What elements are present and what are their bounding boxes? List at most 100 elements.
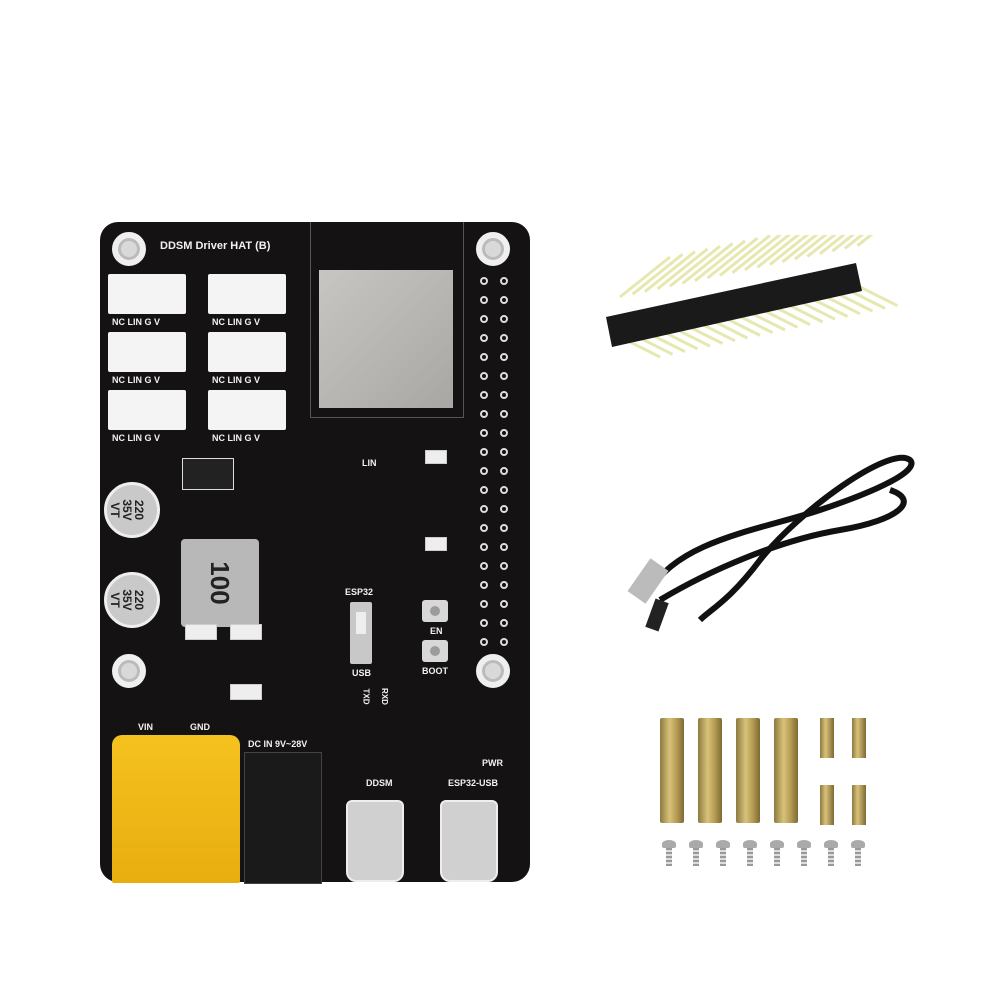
esp32-module: [310, 222, 464, 418]
gpio-pin: [480, 372, 488, 380]
mount-hole: [112, 654, 146, 688]
connector-label: NC LIN G V: [212, 433, 261, 443]
board-title: DDSM Driver HAT (B): [160, 240, 271, 252]
gpio-pin: [500, 524, 508, 532]
gpio-pin: [500, 562, 508, 570]
inductor: 100: [181, 539, 259, 627]
smd-component: [230, 684, 262, 700]
header-pin: [806, 235, 837, 258]
gpio-pin: [480, 334, 488, 342]
motor-connector: [108, 274, 186, 314]
screw: [770, 840, 784, 866]
brass-standoff-small: [820, 718, 834, 758]
screw: [689, 840, 703, 866]
gpio-pin: [480, 581, 488, 589]
connector-label: NC LIN G V: [112, 375, 161, 385]
gpio-pin: [500, 315, 508, 323]
header-pin: [719, 235, 771, 277]
pwr-label: PWR: [482, 758, 503, 768]
usb-a-plug: [627, 558, 669, 604]
header-pin: [769, 235, 810, 266]
stacking-pin-header: [606, 235, 899, 359]
mount-hole: [476, 232, 510, 266]
en-label: EN: [430, 626, 443, 636]
usb-c-plug: [645, 598, 669, 632]
gpio-pin: [500, 467, 508, 475]
gpio-pin: [500, 410, 508, 418]
gpio-header: [480, 277, 520, 657]
usb-label: USB: [352, 668, 372, 678]
header-pin: [631, 253, 684, 296]
esp32-shield: [319, 270, 453, 408]
ddsm-usb-c-port[interactable]: [346, 800, 404, 882]
motor-connector: [208, 274, 286, 314]
gpio-pin: [500, 543, 508, 551]
brass-standoff: [660, 718, 684, 823]
esp32-label: ESP32: [345, 587, 374, 597]
mount-hole: [112, 232, 146, 266]
gpio-pin: [480, 600, 488, 608]
header-pin: [844, 235, 865, 250]
gpio-pin: [480, 410, 488, 418]
gpio-pin: [480, 543, 488, 551]
motor-connector: [108, 332, 186, 372]
brass-standoff-small: [852, 785, 866, 825]
gpio-pin: [500, 296, 508, 304]
header-pin: [644, 250, 696, 293]
dc-in-label: DC IN 9V~28V: [248, 739, 308, 749]
gpio-pin: [500, 429, 508, 437]
gpio-pin: [480, 562, 488, 570]
gpio-pin: [480, 638, 488, 646]
gnd-label: GND: [190, 722, 210, 732]
rxd-label: RXD: [379, 688, 389, 705]
gpio-pin: [480, 429, 488, 437]
gpio-pin: [480, 524, 488, 532]
ddsm-label: DDSM: [366, 778, 393, 788]
gpio-pin: [480, 277, 488, 285]
brass-standoff: [736, 718, 760, 823]
mode-switch[interactable]: [350, 602, 372, 664]
screw: [824, 840, 838, 866]
esp32-usb-label: ESP32-USB: [448, 778, 499, 788]
en-button[interactable]: [422, 600, 448, 622]
gpio-pin: [480, 353, 488, 361]
mount-hole: [476, 654, 510, 688]
gpio-pin: [500, 486, 508, 494]
xt60-connector: [112, 735, 240, 883]
vin-label: VIN: [138, 722, 154, 732]
motor-connector: [108, 390, 186, 430]
connector-label: NC LIN G V: [212, 375, 261, 385]
header-pin: [731, 235, 783, 274]
header-pin: [681, 242, 734, 285]
txd-label: TXD: [361, 688, 371, 705]
screw-row: [662, 840, 882, 870]
header-pin: [619, 255, 671, 299]
gpio-pin: [500, 353, 508, 361]
brass-standoff: [698, 718, 722, 823]
gpio-pin: [480, 315, 488, 323]
gpio-pin: [480, 448, 488, 456]
gpio-pin: [500, 619, 508, 627]
header-pin: [856, 284, 899, 308]
screw: [716, 840, 730, 866]
header-pin: [706, 236, 759, 280]
header-pin: [794, 235, 828, 261]
brass-standoff-small: [820, 785, 834, 825]
gpio-pin: [480, 505, 488, 513]
esp32-usb-c-port[interactable]: [440, 800, 498, 882]
header-pin: [744, 235, 792, 272]
gpio-pin: [480, 391, 488, 399]
smd-component: [230, 624, 262, 640]
smd-component: [425, 537, 447, 551]
header-pin: [669, 245, 721, 288]
motor-connector: [208, 390, 286, 430]
gpio-pin: [500, 391, 508, 399]
header-pin: [831, 235, 856, 253]
brass-standoff-small: [852, 718, 866, 758]
smd-component: [185, 624, 217, 640]
gpio-pin: [500, 600, 508, 608]
connector-label: NC LIN G V: [112, 317, 161, 327]
dc-jack: [244, 752, 322, 884]
boot-button[interactable]: [422, 640, 448, 662]
